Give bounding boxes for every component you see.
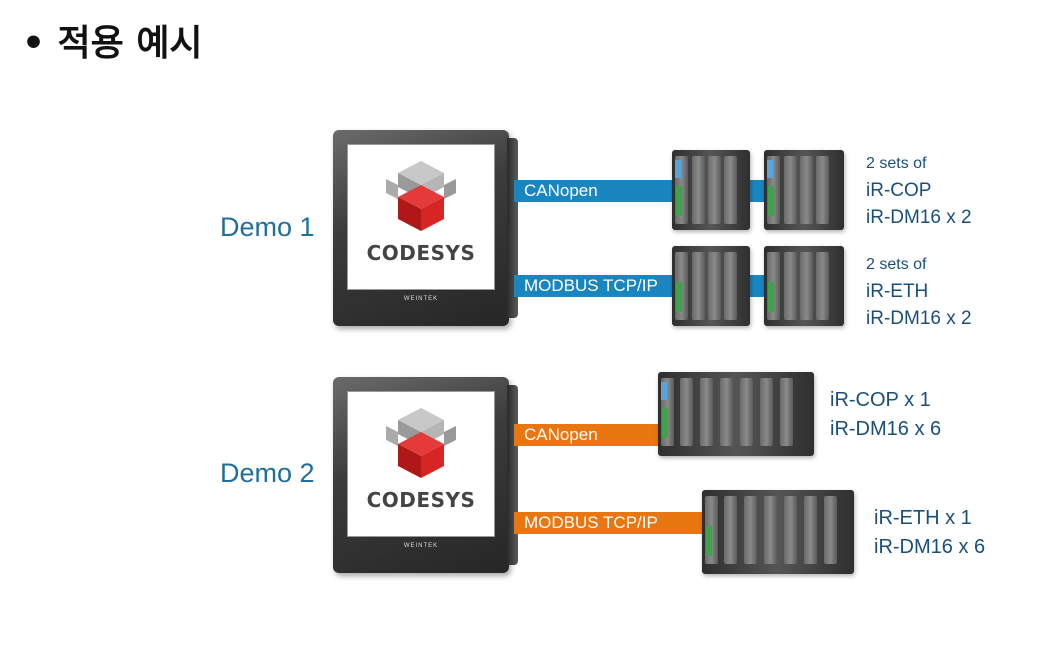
codesys-cube-icon — [386, 408, 456, 478]
info-line: iR-DM16 x 2 — [866, 207, 972, 228]
info-line: iR-DM16 x 6 — [830, 418, 942, 440]
canopen-bar-demo2: CANopen — [514, 424, 674, 446]
info-line: iR-ETH x 1 — [874, 507, 972, 529]
io-module-icon — [702, 490, 854, 574]
device-info-demo2-canopen: iR-COP x 1 iR-DM16 x 6 — [830, 386, 941, 444]
hmi-panel-icon: CODESYS WEINTEK — [333, 130, 518, 326]
codesys-logo-text: CODESYS — [366, 488, 476, 512]
hmi-screen: CODESYS — [347, 144, 495, 290]
info-line: iR-DM16 x 6 — [874, 536, 986, 558]
io-module-icon — [672, 246, 750, 326]
info-line: iR-COP — [866, 180, 932, 201]
codesys-logo-text: CODESYS — [366, 241, 476, 265]
page-title: • 적용 예시 — [22, 23, 203, 64]
info-line: iR-DM16 x 2 — [866, 308, 972, 329]
io-module-icon — [658, 372, 814, 456]
info-line: 2 sets of — [866, 256, 927, 273]
demo-2-label: Demo 2 — [220, 458, 315, 488]
protocol-label: MODBUS TCP/IP — [524, 276, 658, 295]
info-line: 2 sets of — [866, 155, 927, 172]
info-line: iR-ETH — [866, 281, 929, 302]
modbus-bar-demo2: MODBUS TCP/IP — [514, 512, 710, 534]
io-module-icon — [764, 150, 844, 230]
device-info-demo1-canopen: 2 sets of iR-COP iR-DM16 x 2 — [866, 150, 972, 231]
device-info-demo1-modbus: 2 sets of iR-ETH iR-DM16 x 2 — [866, 251, 972, 332]
io-module-icon — [764, 246, 844, 326]
info-line: iR-COP x 1 — [830, 389, 931, 411]
hmi-panel-icon: CODESYS WEINTEK — [333, 377, 518, 573]
protocol-label: CANopen — [524, 425, 598, 444]
protocol-label: MODBUS TCP/IP — [524, 513, 658, 532]
hmi-screen: CODESYS — [347, 391, 495, 537]
demo-1-label: Demo 1 — [220, 212, 315, 242]
codesys-cube-icon — [386, 161, 456, 231]
device-info-demo2-modbus: iR-ETH x 1 iR-DM16 x 6 — [874, 504, 985, 562]
io-module-icon — [672, 150, 750, 230]
protocol-label: CANopen — [524, 181, 598, 200]
